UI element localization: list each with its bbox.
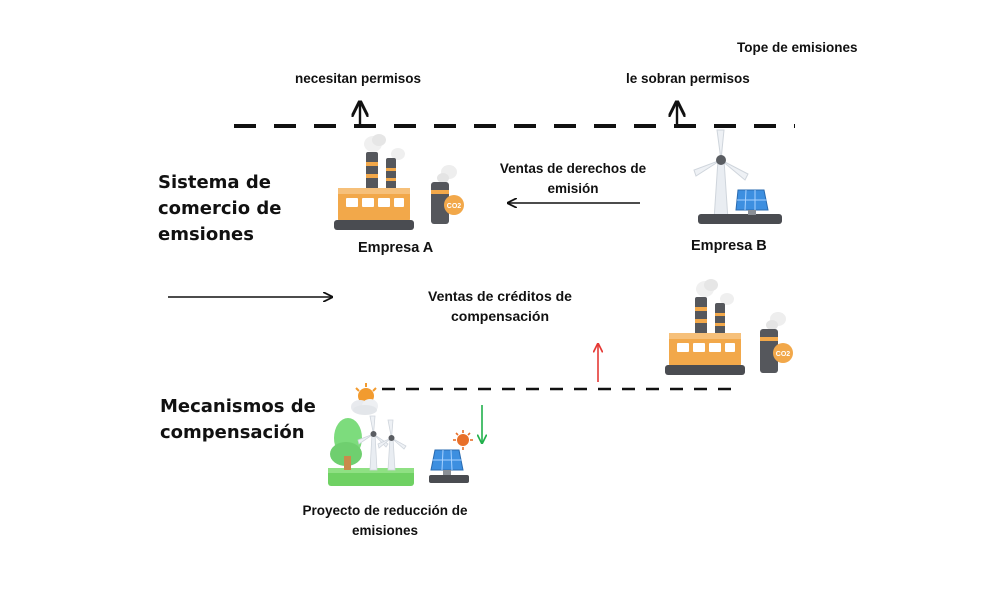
company-a-label: Empresa A	[358, 240, 434, 256]
chimney-icon: CO2	[431, 165, 464, 224]
factory-icon	[334, 134, 414, 230]
co2-badge-lower: CO2	[776, 351, 791, 358]
sun-icon-small	[453, 430, 473, 450]
co2-badge: CO2	[447, 203, 462, 210]
credit-sales-label: Ventas de créditos de compensación	[428, 288, 572, 324]
cloud-icon	[351, 399, 378, 415]
rights-sales-label: Ventas de derechos de emisión	[499, 161, 647, 196]
chimney-icon-lower: CO2	[760, 312, 793, 373]
solar-panel-icon	[735, 189, 769, 215]
system-heading: Sistema de comercio de emsiones	[158, 172, 282, 245]
company-b-label: Empresa B	[691, 238, 767, 254]
co2-badge-icon-lower	[773, 343, 793, 363]
need-permits-label: necesitan permisos	[295, 71, 422, 86]
project-label: Proyecto de reducción de emisiones	[302, 503, 468, 538]
wind-turbine-icon	[693, 129, 782, 224]
solar-panel-icon-project	[429, 430, 473, 483]
tree-icon	[328, 383, 414, 486]
surplus-permits-label: le sobran permisos	[626, 71, 750, 86]
cap-label: Tope de emisiones	[737, 40, 858, 55]
offset-heading: Mecanismos de compensación	[160, 396, 316, 443]
co2-badge-icon	[444, 195, 464, 215]
factory-icon-lower	[665, 279, 745, 375]
